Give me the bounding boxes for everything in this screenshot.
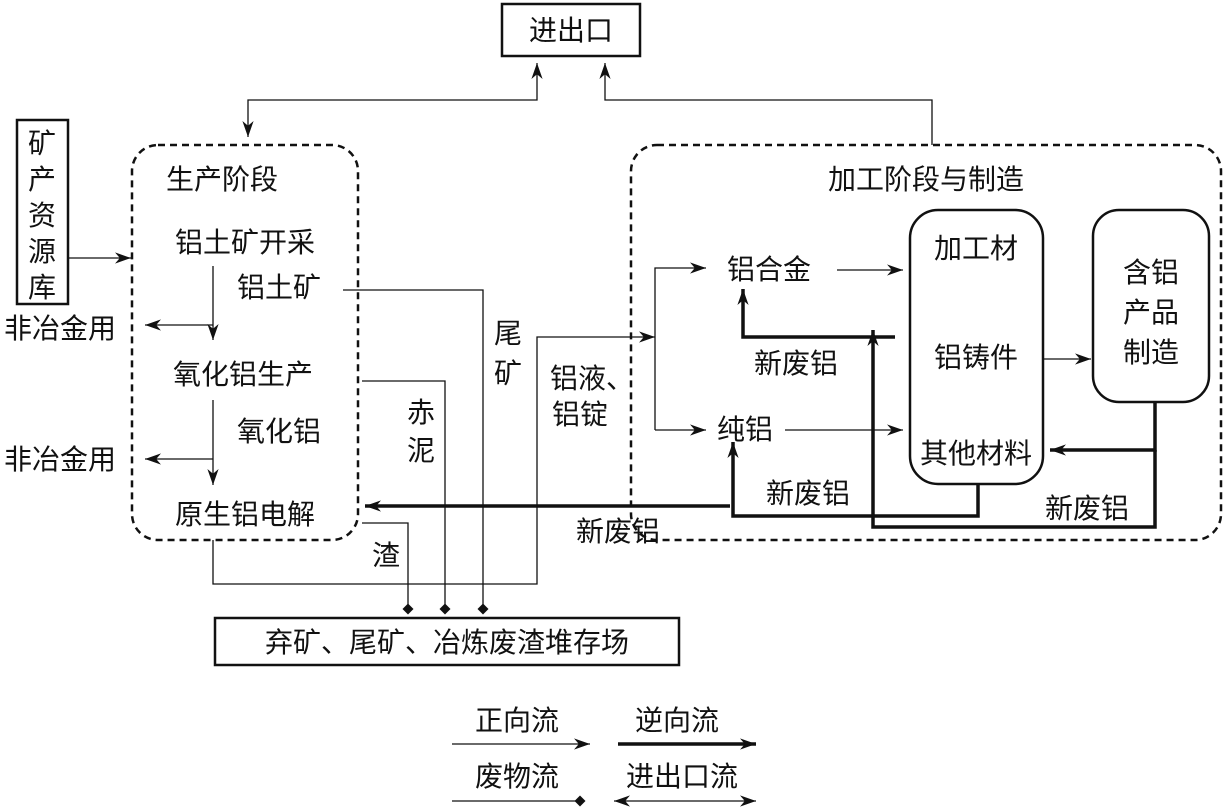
molten-ingot-label-2: 铝锭 [552, 398, 608, 431]
red-mud-label-1: 赤 [407, 396, 435, 429]
alumina-label: 氧化铝 [237, 415, 321, 448]
processed-material: 加工材 [934, 232, 1018, 265]
bauxite-label: 铝土矿 [237, 271, 321, 304]
new-scrap-label-1: 新废铝 [754, 347, 838, 380]
aluminum-casting: 铝铸件 [934, 341, 1018, 374]
non-metallurgical-use-1: 非冶金用 [4, 312, 116, 345]
reverse-flow-scrap-to-pure [727, 442, 980, 518]
waste-flow-tailings [343, 289, 489, 615]
primary-electrolysis: 原生铝电解 [175, 498, 315, 531]
slag-label: 渣 [372, 539, 400, 572]
aluminum-products-line-1: 含铝 [1123, 256, 1179, 289]
pure-aluminum: 纯铝 [717, 413, 773, 446]
legend-reverse-label: 逆向流 [635, 704, 719, 737]
new-scrap-label-2: 新废铝 [766, 477, 850, 510]
reverse-flow-products-loop [867, 330, 1157, 529]
aluminum-products-line-2: 产品 [1123, 296, 1179, 329]
aluminum-products-line-3: 制造 [1123, 336, 1179, 369]
import-export-box [500, 2, 642, 58]
tailings-label-2: 矿 [494, 357, 522, 390]
new-scrap-label-3: 新废铝 [1045, 492, 1129, 525]
new-scrap-label-4: 新废铝 [576, 515, 660, 548]
reverse-flow-products-to-materials [1050, 402, 1157, 456]
processing-stage-boundary [629, 143, 1223, 542]
aluminum-products-box [1091, 208, 1211, 404]
mineral-resource-char-2: 产 [28, 163, 56, 196]
other-materials: 其他材料 [920, 437, 1032, 470]
production-stage-boundary [130, 143, 360, 542]
flow-branch-to-alloy [654, 262, 706, 430]
trade-flow-production [242, 63, 543, 137]
bauxite-mining: 铝土矿开采 [175, 226, 315, 259]
mineral-resource-char-1: 矿 [28, 127, 56, 160]
mineral-resource-char-5: 库 [28, 271, 56, 304]
red-mud-label-2: 泥 [407, 434, 435, 467]
mineral-resource-char-4: 源 [28, 235, 56, 268]
storage-yard-box [213, 616, 681, 667]
legend-forward-label: 正向流 [475, 704, 559, 737]
processing-stage-title: 加工阶段与制造 [828, 163, 1024, 196]
legend-waste-label: 废物流 [475, 760, 559, 793]
production-stage-title: 生产阶段 [166, 163, 278, 196]
tailings-label-1: 尾 [494, 317, 522, 350]
import-export-label: 进出口 [529, 14, 613, 47]
aluminum-alloy: 铝合金 [727, 253, 811, 286]
legend-trade-label: 进出口流 [626, 760, 738, 793]
mineral-resource-box [15, 118, 70, 306]
waste-flow-slag [362, 522, 414, 615]
molten-ingot-label-1: 铝液、 [550, 362, 634, 395]
waste-flow-red-mud [362, 380, 451, 615]
non-metallurgical-use-2: 非冶金用 [4, 443, 116, 476]
mineral-resource-char-3: 资 [28, 199, 56, 232]
trade-flow-processing [599, 63, 933, 145]
storage-yard-label: 弃矿、尾矿、冶炼废渣堆存场 [265, 626, 629, 659]
reverse-flow-scrap-to-alloy [737, 289, 895, 339]
flow-electrolysis-to-processing [212, 331, 655, 585]
alumina-production: 氧化铝生产 [173, 358, 313, 391]
